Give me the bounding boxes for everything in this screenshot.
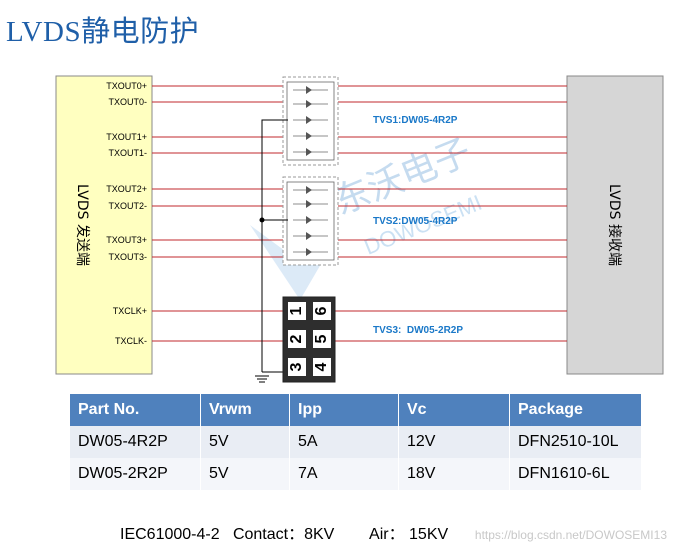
pin-label: 4 xyxy=(313,362,330,371)
tvs3-package: 1 2 3 6 5 4 xyxy=(282,296,336,383)
table-cell: DW05-2R2P xyxy=(70,458,201,490)
table-cell: DFN1610-6L xyxy=(509,458,642,490)
pin-label: 3 xyxy=(288,362,305,371)
signal-label: TXOUT3- xyxy=(108,252,147,262)
table-cell: 18V xyxy=(398,458,510,490)
table-cell: 12V xyxy=(398,426,510,458)
receiver-block xyxy=(566,75,664,375)
diode-icon xyxy=(306,186,312,256)
signal-label: TXOUT3+ xyxy=(106,235,147,245)
signal-label: TXOUT1+ xyxy=(106,132,147,142)
table-cell: 7A xyxy=(289,458,399,490)
tvs2-label: TVS2:DW05-4R2P xyxy=(373,216,458,227)
table-cell: DW05-4R2P xyxy=(70,426,201,458)
tvs2-package xyxy=(282,176,339,266)
tvs3-label: TVS3: DW05-2R2P xyxy=(373,325,463,336)
table-header-row: Part No. Vrwm Ipp Vc Package xyxy=(70,394,642,426)
column-header: Vc xyxy=(398,394,510,426)
column-header: Part No. xyxy=(70,394,201,426)
signal-label: TXOUT0- xyxy=(108,97,147,107)
spec-table: Part No. Vrwm Ipp Vc Package DW05-4R2P 5… xyxy=(70,394,642,490)
signal-label: TXOUT2+ xyxy=(106,184,147,194)
page-title: LVDS静电防护 xyxy=(6,16,200,48)
diode-icon xyxy=(306,86,312,156)
receiver-label: LVDS 接收端 xyxy=(606,184,623,266)
signal-lines xyxy=(152,85,567,342)
signal-label: TXOUT2- xyxy=(108,201,147,211)
column-header: Ipp xyxy=(289,394,399,426)
table-cell: 5V xyxy=(200,458,290,490)
pin-label: 1 xyxy=(288,306,305,315)
signal-label: TXOUT0+ xyxy=(106,81,147,91)
pin-label: 6 xyxy=(313,306,330,315)
column-header: Vrwm xyxy=(200,394,290,426)
table-row: DW05-4R2P 5V 5A 12V DFN2510-10L xyxy=(70,426,642,458)
table-cell: 5A xyxy=(289,426,399,458)
transmitter-label: LVDS 发送端 xyxy=(74,184,90,266)
table-row: DW05-2R2P 5V 7A 18V DFN1610-6L xyxy=(70,458,642,490)
column-header: Package xyxy=(509,394,642,426)
tvs1-label: TVS1:DW05-4R2P xyxy=(373,115,458,126)
tvs1-package xyxy=(282,76,339,166)
lvds-esd-diagram: 东沃电子 DOWOSEMI LVDS 发送端 LVDS 接收端 TXOUT0+ … xyxy=(55,75,664,383)
transmitter-block xyxy=(55,75,153,375)
signal-label: TXCLK+ xyxy=(113,306,147,316)
pin-label: 5 xyxy=(313,334,330,343)
esd-spec-footer: IEC61000-4-2 Contact：8KV Air： 15KV xyxy=(120,526,449,543)
signal-labels: TXOUT0+ TXOUT0- TXOUT1+ TXOUT1- TXOUT2+ … xyxy=(106,81,147,346)
signal-label: TXOUT1- xyxy=(108,148,147,158)
table-cell: 5V xyxy=(200,426,290,458)
pin-label: 2 xyxy=(288,334,305,343)
table-cell: DFN2510-10L xyxy=(509,426,642,458)
credit-watermark: https://blog.csdn.net/DOWOSEMI13 xyxy=(474,528,667,542)
signal-label: TXCLK- xyxy=(115,336,147,346)
